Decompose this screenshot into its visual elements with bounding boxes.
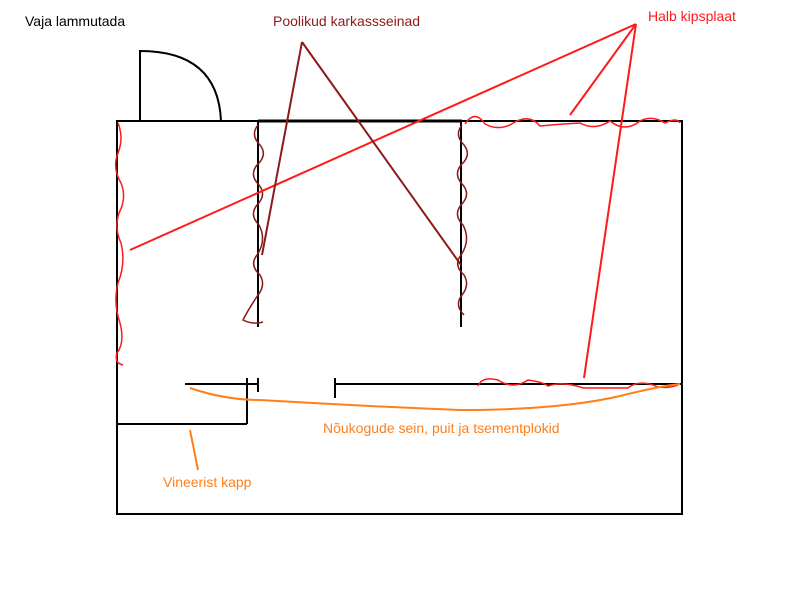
pointer-partial-1 [261, 41, 303, 256]
pointer-partial-2 [301, 41, 462, 266]
annotation-lines [129, 23, 681, 471]
label-demolish: Vaja lammutada [25, 13, 126, 29]
squiggle-partition-left [241, 124, 265, 324]
label-plywood-cabinet: Vineerist kapp [163, 474, 252, 490]
pointer-bad-drywall-3 [583, 23, 637, 379]
bad-drywall-squiggles [114, 115, 681, 389]
squiggle-bottom [477, 378, 679, 389]
walls [116, 49, 683, 515]
pointer-bad-drywall-1 [129, 23, 637, 251]
partial-wall-squiggles [241, 124, 469, 324]
squiggle-top [464, 115, 681, 129]
label-partial-walls: Poolikud karkassseinad [273, 13, 421, 29]
squiggle-partition-right [456, 124, 469, 316]
label-bad-drywall: Halb kipsplaat [648, 8, 736, 24]
pointer-cabinet [189, 429, 199, 471]
pointer-bad-drywall-2 [569, 23, 637, 116]
label-soviet-wall: Nõukogude sein, puit ja tsementplokid [323, 420, 560, 436]
door-swing [139, 49, 222, 122]
soviet-wall-curve [189, 383, 681, 412]
squiggle-left [114, 122, 125, 366]
